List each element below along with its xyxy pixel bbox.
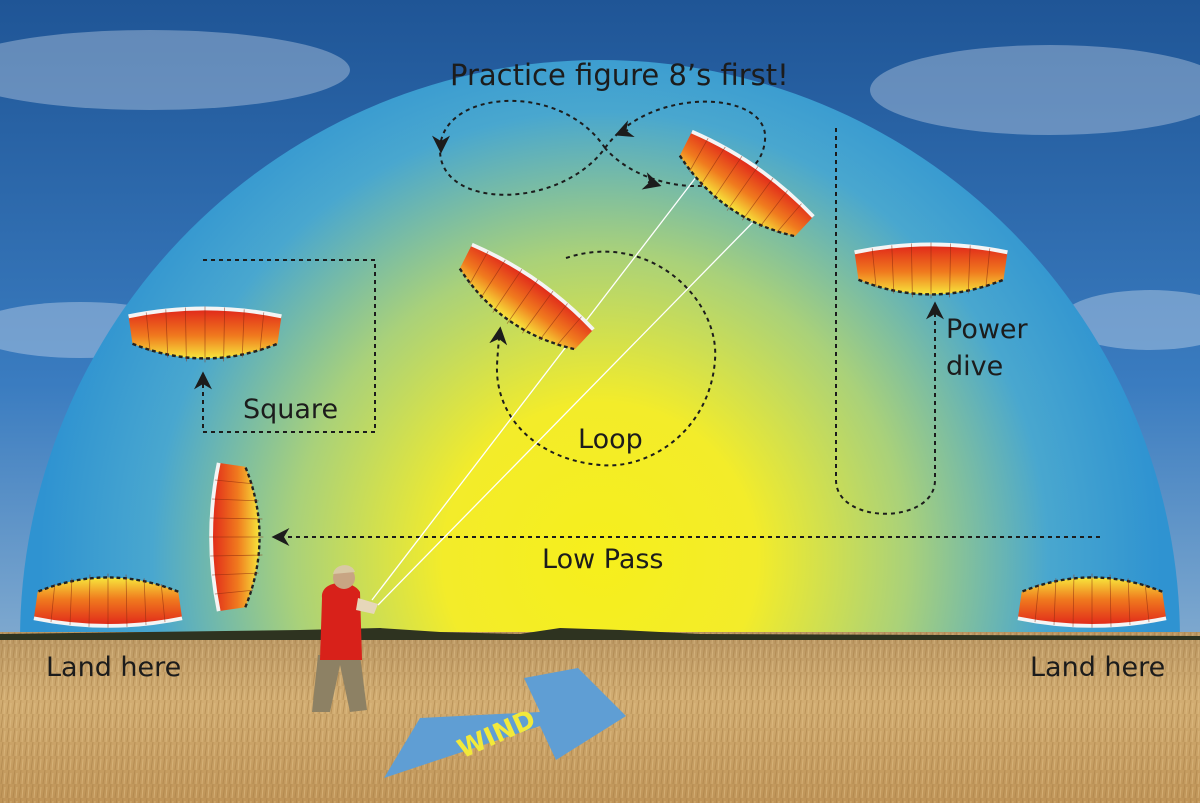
power-dive-path [835, 128, 944, 515]
square-path [194, 259, 376, 433]
square-label: Square [243, 394, 339, 425]
loop-label: Loop [578, 424, 643, 455]
figure-eight-arrow-top [614, 120, 635, 138]
diagram-title: Practice figure 8’s first! [450, 58, 789, 92]
pilot-figure [312, 565, 378, 712]
power-dive-label: Power dive [946, 314, 1028, 382]
clouds [0, 30, 1200, 358]
wind-window [20, 60, 1180, 640]
low-pass-label: Low Pass [542, 544, 664, 575]
figure-eight-arrow-bottom [641, 172, 662, 190]
tree-line [0, 628, 1200, 640]
flying-lines [371, 171, 761, 606]
land-here-left-label: Land here [46, 652, 182, 683]
land-here-right-label: Land here [1030, 652, 1166, 683]
